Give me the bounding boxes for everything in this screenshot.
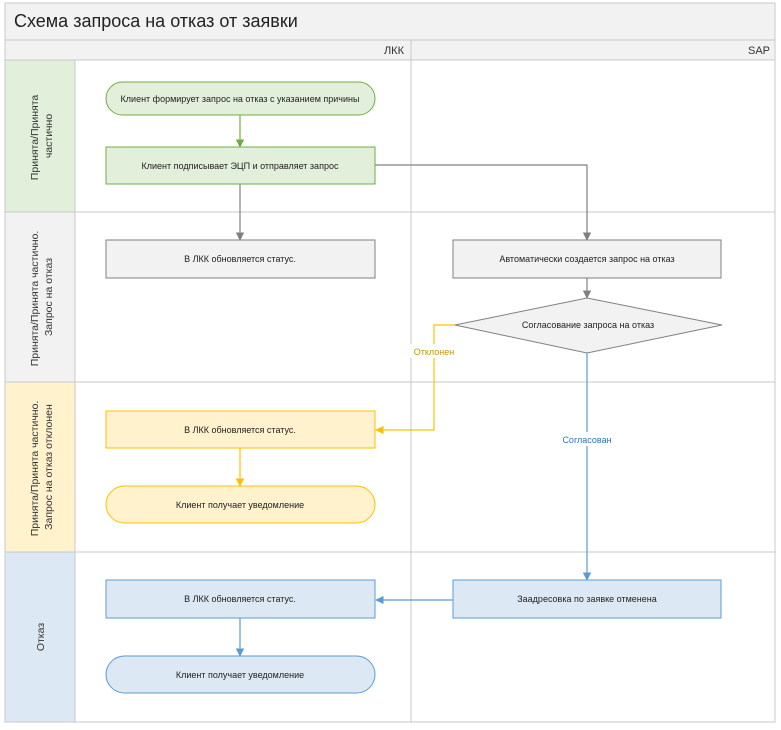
svg-text:Клиент подписывает ЭЦП и отпра: Клиент подписывает ЭЦП и отправляет запр… (142, 161, 339, 171)
svg-text:В ЛКК обновляется статус.: В ЛКК обновляется статус. (184, 594, 296, 604)
decision-approval: Согласование запроса на отказ (454, 297, 723, 354)
band-label-cell-2 (4, 211, 76, 383)
svg-text:Клиент формирует запрос на отк: Клиент формирует запрос на отказ с указа… (121, 94, 360, 104)
svg-text:Заадресовка по заявке отменена: Заадресовка по заявке отменена (517, 594, 657, 604)
node-client-notified-2: Клиент получает уведомление (105, 655, 376, 694)
edge-n2-n4 (375, 164, 592, 241)
node-lkk-status-updated-3: В ЛКК обновляется статус. (105, 579, 376, 619)
title-bar (4, 2, 776, 41)
node-client-notified-1: Клиент получает уведомление (105, 485, 376, 524)
node-auto-create-request: Автоматически создается запрос на отказ (452, 239, 722, 279)
edge-n5-n6-rejected (375, 324, 455, 435)
band-label-2: Принята/Принята частично. Запрос на отка… (29, 228, 55, 367)
node-readdressing-canceled: Заадресовка по заявке отменена (452, 579, 722, 619)
band-label-4: Отказ (35, 623, 47, 652)
band-label-cell-4 (4, 551, 76, 723)
edge-label-approved: Согласован (562, 435, 611, 445)
band-label-3: Принята/Принята частично. Запрос на отка… (29, 398, 55, 537)
diagram-title: Схема запроса на отказ от заявки (14, 11, 298, 31)
svg-text:Клиент получает уведомление: Клиент получает уведомление (176, 500, 304, 510)
node-lkk-status-updated-1: В ЛКК обновляется статус. (105, 239, 376, 279)
node-client-signs-request: Клиент подписывает ЭЦП и отправляет запр… (105, 146, 376, 185)
edge-label-rejected: Отклонен (414, 347, 454, 357)
node-client-forms-request: Клиент формирует запрос на отказ с указа… (105, 81, 376, 116)
band-label-1: Принята/Принята частично (29, 92, 55, 180)
lane-header-lkk: ЛКК (384, 45, 405, 57)
svg-text:Автоматически создается запрос: Автоматически создается запрос на отказ (499, 254, 674, 264)
svg-text:Клиент получает уведомление: Клиент получает уведомление (176, 670, 304, 680)
svg-text:В ЛКК обновляется статус.: В ЛКК обновляется статус. (184, 254, 296, 264)
lane-header-sap: SAP (748, 45, 770, 57)
svg-text:В ЛКК обновляется статус.: В ЛКК обновляется статус. (184, 425, 296, 435)
node-lkk-status-updated-2: В ЛКК обновляется статус. (105, 410, 376, 449)
band-label-cell-3 (4, 381, 76, 553)
svg-text:Согласование запроса на отказ: Согласование запроса на отказ (522, 320, 654, 330)
